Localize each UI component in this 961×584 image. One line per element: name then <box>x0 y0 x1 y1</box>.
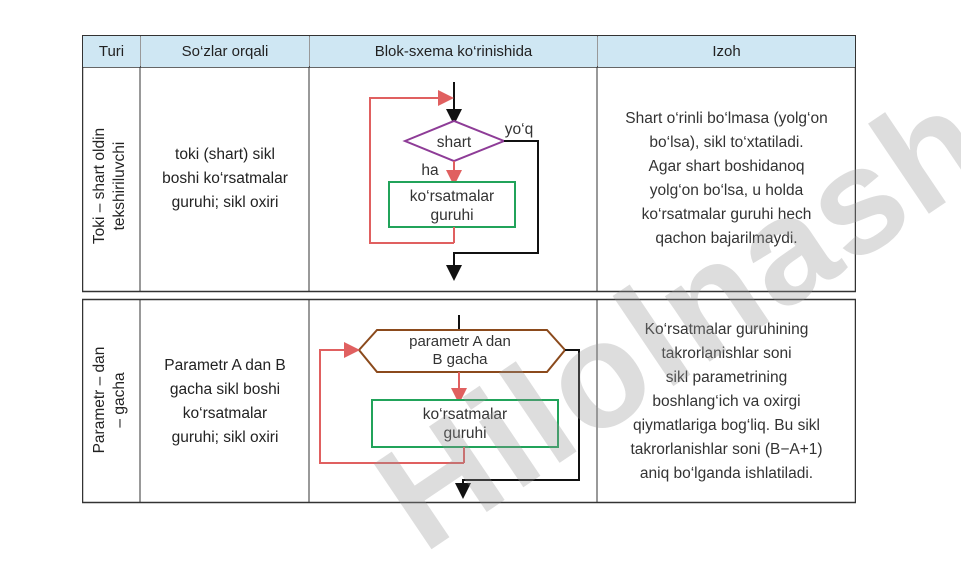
instruction-block-1 <box>388 181 516 228</box>
row2-izoh-line6: takrorlanishlar soni (B−A+1) <box>630 440 823 458</box>
row1-sozlar-line3: guruhi; sikl oxiri <box>171 194 279 211</box>
for-loop-flowchart: parametr A dan B gacha ko‘rsatmalar guru… <box>319 315 580 499</box>
yes-label: ha <box>421 162 439 179</box>
row2-izoh-line4: boshlang‘ich va oxirgi <box>652 392 801 410</box>
row1-izoh-line1: Shart o‘rinli bo‘lmasa (yolg‘on <box>625 110 828 127</box>
block1-line1: ko‘rsatmalar <box>410 188 494 205</box>
while-loop-flowchart: shart yo‘q ha ko‘rsatmalar guruhi <box>369 82 539 281</box>
row2-izoh-line7: aniq bo‘lganda ishlatiladi. <box>639 464 814 482</box>
header-blok-sxema: Blok-sxema ko‘rinishida <box>310 36 597 67</box>
block1-line2: guruhi <box>430 207 473 224</box>
header-izoh: Izoh <box>598 36 855 67</box>
row1-sozlar: toki (shart) sikl boshi ko‘rsatmalar gur… <box>141 67 309 291</box>
row2-izoh-line2: takrorlanishlar soni <box>661 344 792 362</box>
row2-sozlar-line3: ko‘rsatmalar <box>182 404 268 422</box>
header-turi: Turi <box>83 36 140 67</box>
block2-line2: guruhi <box>443 425 486 442</box>
no-label: yo‘q <box>505 121 533 138</box>
row1-sozlar-line1: toki (shart) sikl <box>175 146 275 163</box>
row2-izoh-line5: qiymatlariga bog‘liq. Bu sikl <box>633 416 820 434</box>
header-sozlar: So‘zlar orqali <box>141 36 309 67</box>
row1-izoh-line2: bo‘lsa), sikl to‘xtatiladi. <box>649 134 804 151</box>
row2-izoh-line1: Ko‘rsatmalar guruhining <box>644 320 809 338</box>
param-line2: B gacha <box>432 351 488 368</box>
row2-sozlar-line1: Parametr A dan B <box>164 356 286 374</box>
row2-sozlar-line2: gacha sikl boshi <box>169 380 281 398</box>
row2-sozlar: Parametr A dan B gacha sikl boshi ko‘rsa… <box>141 300 309 503</box>
instruction-block-2 <box>371 399 559 448</box>
row1-izoh-line3: Agar shart boshidanoq <box>648 158 805 175</box>
row2-izoh: Ko‘rsatmalar guruhining takrorlanishlar … <box>598 300 855 503</box>
row2-izoh-line3: sikl parametrining <box>665 368 788 386</box>
row2-sozlar-line4: guruhi; sikl oxiri <box>171 428 279 446</box>
table-grid <box>82 35 856 504</box>
row1-izoh-line6: qachon bajarilmaydi. <box>655 230 798 247</box>
block2-line1: ko‘rsatmalar <box>423 406 507 423</box>
condition-label: shart <box>437 134 472 151</box>
row1-sozlar-line2: boshi ko‘rsatmalar <box>162 170 288 187</box>
row1-izoh-line4: yolg‘on bo‘lsa, u holda <box>649 182 804 199</box>
row1-izoh-line5: ko‘rsatmalar guruhi hech <box>641 206 812 223</box>
param-line1: parametr A dan <box>409 333 511 350</box>
row1-izoh: Shart o‘rinli bo‘lmasa (yolg‘on bo‘lsa),… <box>598 67 855 291</box>
